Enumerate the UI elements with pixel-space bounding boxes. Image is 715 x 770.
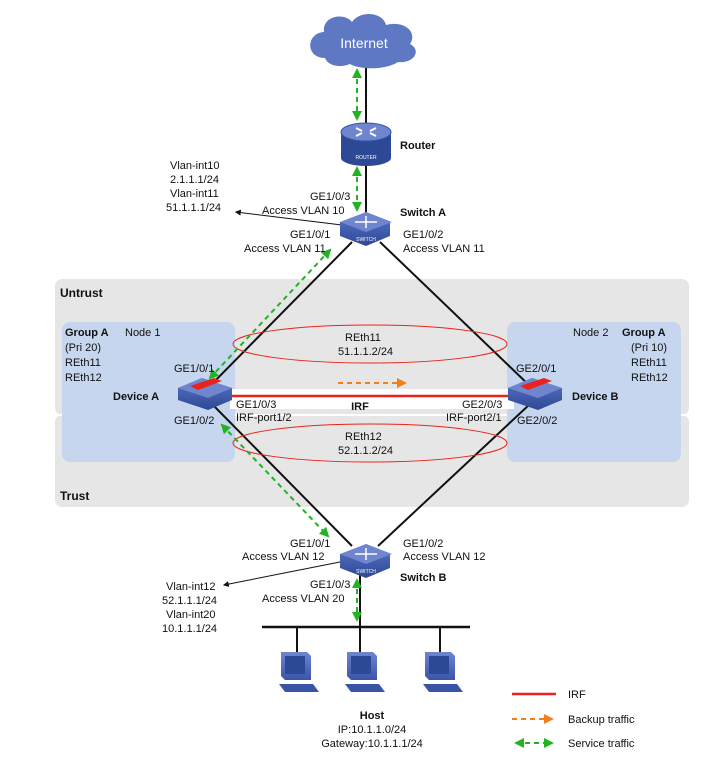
device-a-port-bottom: GE1/0/2 — [174, 415, 214, 427]
switch-a-right-vlan: Access VLAN 11 — [403, 243, 485, 255]
legend-backup-label: Backup traffic — [568, 714, 635, 726]
pc-icon — [423, 652, 463, 692]
device-a-reth11: REth11 — [65, 357, 101, 369]
reth12-name: REth12 — [345, 431, 382, 443]
device-a-irf-port-name: IRF-port1/2 — [236, 412, 292, 424]
pc-icon — [345, 652, 385, 692]
legend-irf-label: IRF — [568, 689, 586, 701]
device-b-port-bottom: GE2/0/2 — [517, 415, 557, 427]
cloud-icon — [310, 14, 416, 69]
switch-b-vlan-line-1: Vlan-int12 — [166, 581, 216, 593]
switch-a-name: Switch A — [400, 207, 446, 219]
device-a-irf-port: GE1/0/3 — [236, 399, 276, 411]
irf-link-band — [230, 389, 514, 409]
device-a-group: Group A — [65, 327, 109, 339]
host-title: Host — [360, 710, 385, 722]
legend-service-label: Service traffic — [568, 738, 635, 750]
pc-icon — [279, 652, 319, 692]
device-b-node: Node 2 — [573, 327, 608, 339]
device-b-priority: (Pri 10) — [631, 342, 667, 354]
switch-b-vlan-line-2: 52.1.1.1/24 — [162, 595, 217, 607]
switch-b-left-vlan: Access VLAN 12 — [242, 551, 325, 563]
device-a-name: Device A — [113, 391, 159, 403]
switch-icon — [340, 212, 392, 246]
irf-label: IRF — [351, 401, 369, 413]
device-b-irf-port-name: IRF-port2/1 — [446, 412, 502, 424]
switch-icon — [340, 544, 392, 578]
reth11-name: REth11 — [345, 332, 381, 344]
switch-a-up-port: GE1/0/3 — [310, 191, 350, 203]
switch-a-up-vlan: Access VLAN 10 — [262, 205, 345, 217]
switch-a-left-port: GE1/0/1 — [290, 229, 330, 241]
switch-a-right-port: GE1/0/2 — [403, 229, 443, 241]
host-gateway: Gateway:10.1.1.1/24 — [321, 738, 423, 750]
switch-a-vlan-line-2: 2.1.1.1/24 — [170, 174, 219, 186]
switch-a-vlan-line-1: Vlan-int10 — [170, 160, 220, 172]
service-traffic-switch-a-device-a — [208, 248, 332, 380]
switch-a-vlan-line-4: 51.1.1.1/24 — [166, 202, 221, 214]
switch-a-vlan-arrow — [234, 209, 351, 227]
device-a-reth12: REth12 — [65, 372, 102, 384]
router-name: Router — [400, 140, 436, 152]
link-device-b-switch-b — [377, 403, 531, 547]
untrust-label: Untrust — [60, 286, 103, 300]
link-switch-a-device-b — [379, 241, 533, 389]
router-badge: ROUTER — [355, 155, 377, 161]
trust-label: Trust — [60, 489, 89, 503]
reth12-ip: 52.1.1.2/24 — [338, 445, 393, 457]
firewall-icon — [508, 378, 562, 410]
switch-b-left-port: GE1/0/1 — [290, 538, 330, 550]
internet-label: Internet — [340, 35, 388, 51]
device-b-reth12: REth12 — [631, 372, 668, 384]
switch-b-down-vlan: Access VLAN 20 — [262, 593, 345, 605]
switch-b-name: Switch B — [400, 572, 447, 584]
switch-a-badge: SWITCH — [356, 237, 376, 243]
switch-b-down-port: GE1/0/3 — [310, 579, 350, 591]
switch-a-left-vlan: Access VLAN 11 — [244, 243, 326, 255]
legend: IRF Backup traffic Service traffic — [512, 689, 635, 750]
device-a-port-top: GE1/0/1 — [174, 363, 214, 375]
reth11-ip: 51.1.1.2/24 — [338, 346, 393, 358]
switch-b-right-port: GE1/0/2 — [403, 538, 443, 550]
switch-b-right-vlan: Access VLAN 12 — [403, 551, 486, 563]
switch-b-vlan-line-4: 10.1.1.1/24 — [162, 623, 217, 635]
device-b-group: Group A — [622, 327, 666, 339]
switch-b-vlan-arrow — [222, 559, 351, 588]
firewall-icon — [178, 378, 232, 410]
service-traffic-device-a-switch-b — [220, 423, 330, 538]
device-b-port-top: GE2/0/1 — [516, 363, 556, 375]
device-b-irf-port: GE2/0/3 — [462, 399, 502, 411]
device-b-name: Device B — [572, 391, 619, 403]
device-a-node: Node 1 — [125, 327, 160, 339]
switch-b-badge: SWITCH — [356, 569, 376, 575]
switch-a-vlan-line-3: Vlan-int11 — [170, 188, 219, 200]
switch-b-vlan-line-3: Vlan-int20 — [166, 609, 216, 621]
node1-box — [62, 322, 235, 462]
router-icon — [340, 122, 392, 166]
device-b-reth11: REth11 — [631, 357, 667, 369]
host-ip: IP:10.1.1.0/24 — [338, 724, 407, 736]
device-a-priority: (Pri 20) — [65, 342, 101, 354]
node2-box — [507, 322, 681, 462]
